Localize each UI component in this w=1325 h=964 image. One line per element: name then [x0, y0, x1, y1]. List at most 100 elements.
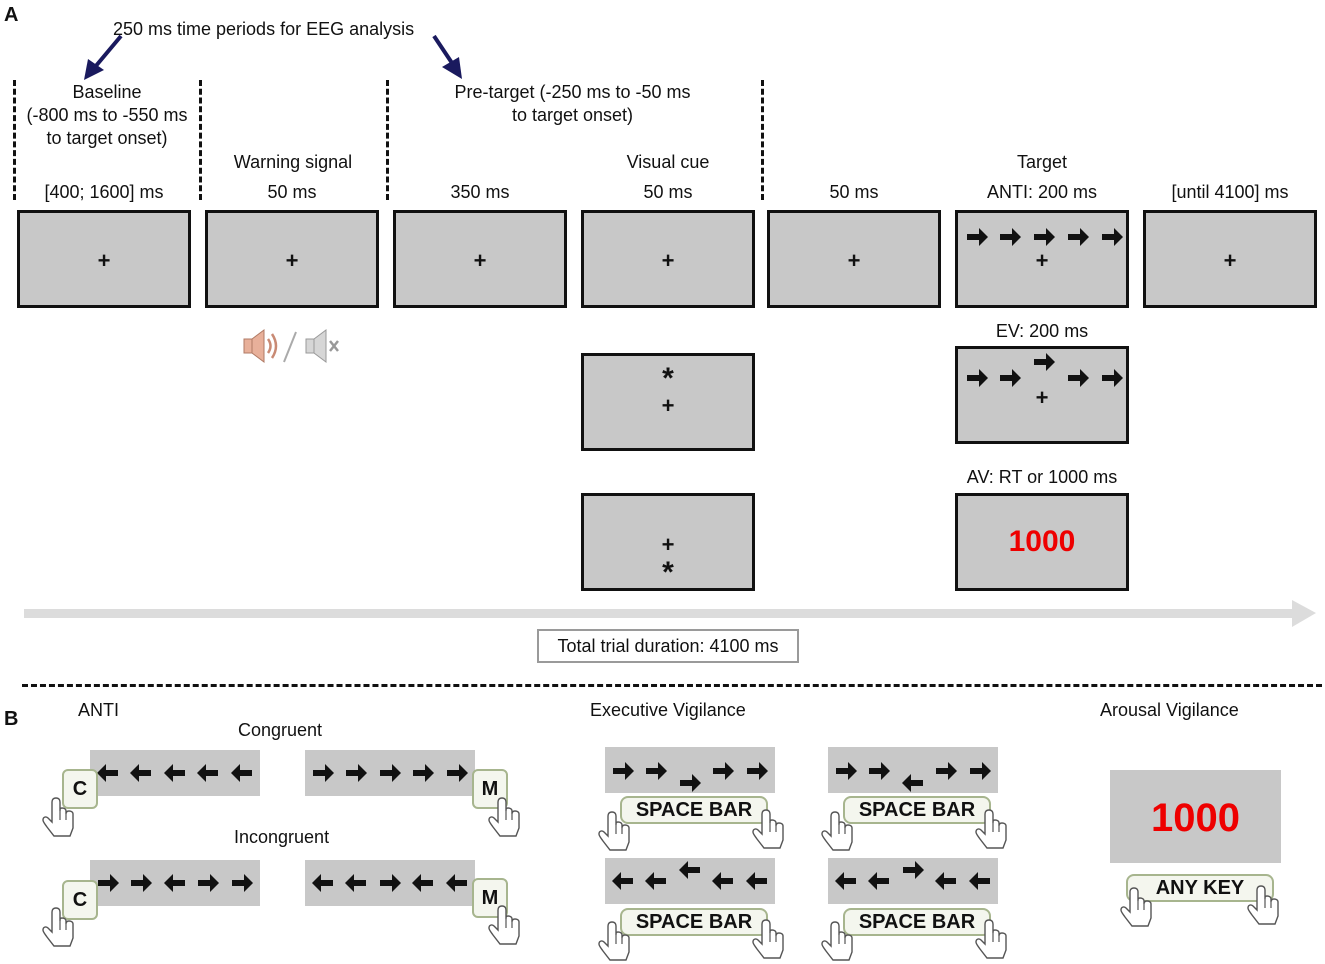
left-arrow-icon: [868, 872, 889, 890]
left-arrow-icon: [164, 764, 185, 782]
fixation-cross: +: [97, 248, 111, 273]
right-arrow-icon: [836, 762, 857, 780]
pointing-hand-icon: [488, 905, 520, 945]
fixation-cross: +: [661, 532, 675, 557]
countdown-number: 1000: [1151, 796, 1240, 840]
right-arrow-icon: [1034, 353, 1055, 371]
pretarget-onset: to target onset): [511, 105, 634, 125]
left-arrow-icon: [164, 874, 185, 892]
left-arrow-icon: [446, 874, 467, 892]
total-duration-box: Total trial duration: 4100 ms: [537, 629, 799, 663]
duration-label: 350 ms: [450, 182, 510, 202]
ev-strip: [605, 747, 775, 793]
ev-target-screen: +: [955, 346, 1129, 444]
left-arrow-icon: [969, 872, 990, 890]
arrow-row: [613, 762, 768, 792]
pointing-hand-icon: [598, 811, 630, 851]
left-arrow-icon: [345, 874, 366, 892]
arrow-row: [612, 861, 767, 890]
warning-signal-icons: [243, 329, 339, 363]
duration-label: ANTI: 200 ms: [986, 182, 1098, 202]
right-arrow-icon: [232, 874, 253, 892]
left-arrow-icon: [902, 774, 923, 792]
incongruent-label: Incongruent: [234, 827, 330, 847]
speaker-on-icon: [243, 329, 278, 363]
cue-up-screen: * +: [581, 353, 755, 451]
duration-label: 50 ms: [829, 182, 879, 202]
space-bar-key: SPACE BAR: [843, 796, 991, 824]
left-arrow-icon: [197, 764, 218, 782]
left-arrow-icon: [231, 764, 252, 782]
space-bar-key: SPACE BAR: [843, 908, 991, 936]
pointing-hand-icon: [42, 797, 74, 837]
pointing-hand-icon: [488, 797, 520, 837]
fixation-cross: +: [661, 248, 675, 273]
ev-strip: [828, 858, 998, 904]
right-arrow-icon: [198, 874, 219, 892]
interval-screen: +: [767, 210, 941, 308]
any-key: ANY KEY: [1126, 874, 1274, 902]
right-arrow-icon: [967, 228, 988, 246]
baseline-title: Baseline: [72, 82, 142, 102]
congruent-right-strip: [305, 750, 475, 796]
av-title: Arousal Vigilance: [1100, 700, 1239, 720]
right-arrow-icon: [613, 762, 634, 780]
left-arrow-icon: [935, 872, 956, 890]
left-arrow-icon: [746, 872, 767, 890]
right-arrow-icon: [970, 762, 991, 780]
c-key: C: [62, 880, 98, 920]
baseline-range: (-800 ms to -550 ms: [26, 105, 188, 125]
left-arrow-icon: [645, 872, 666, 890]
pointing-hand-icon: [752, 919, 784, 959]
anti-target-screen: +: [955, 210, 1129, 308]
arrow-row: [835, 861, 990, 890]
duration-label: 50 ms: [267, 182, 317, 202]
interval-screen: +: [393, 210, 567, 308]
fixation-cross: +: [1035, 385, 1049, 410]
right-arrow-icon: [1102, 369, 1123, 387]
panel-b-letter: B: [4, 708, 19, 730]
left-arrow-icon: [612, 872, 633, 890]
eeg-note: 250 ms time periods for EEG analysis: [113, 19, 415, 39]
arrow-row: [97, 764, 252, 782]
right-arrow-icon: [380, 764, 401, 782]
fixation-cross: +: [661, 393, 675, 418]
panel-a-letter: A: [4, 4, 19, 26]
dashed-line: [13, 80, 16, 200]
space-bar-key: SPACE BAR: [620, 908, 768, 936]
left-arrow-icon: [130, 764, 151, 782]
incongruent-right-strip: [305, 860, 475, 906]
arrow-row: [98, 874, 253, 892]
right-arrow-icon: [1000, 228, 1021, 246]
fixation-screen: +: [17, 210, 191, 308]
speaker-muted-icon: [305, 329, 339, 363]
pointing-hand-icon: [821, 811, 853, 851]
pointing-hand-icon: [1247, 885, 1279, 925]
av-countdown-panel: 1000: [1110, 770, 1281, 863]
duration-label: [400; 1600] ms: [44, 182, 164, 202]
congruent-left-strip: [90, 750, 260, 796]
baseline-pointer-arrow: [84, 34, 123, 80]
ev-strip: [828, 747, 998, 793]
pointing-hand-icon: [975, 809, 1007, 849]
right-arrow-icon: [313, 764, 334, 782]
right-arrow-icon: [869, 762, 890, 780]
right-arrow-icon: [936, 762, 957, 780]
right-arrow-icon: [1068, 228, 1089, 246]
fixation-cross: +: [285, 248, 299, 273]
anti-title: ANTI: [78, 700, 120, 720]
warning-signal-label: Warning signal: [233, 152, 353, 172]
left-arrow-icon: [97, 764, 118, 782]
av-label: AV: RT or 1000 ms: [966, 467, 1118, 487]
space-bar-key: SPACE BAR: [620, 796, 768, 824]
countdown-number: 1000: [1008, 525, 1076, 558]
incongruent-left-strip: [90, 860, 260, 906]
pointing-hand-icon: [821, 921, 853, 961]
pointing-hand-icon: [752, 809, 784, 849]
warning-screen: +: [205, 210, 379, 308]
dashed-line: [761, 80, 764, 200]
right-arrow-icon: [747, 762, 768, 780]
fixation-cross: +: [847, 248, 861, 273]
congruent-label: Congruent: [238, 720, 323, 740]
dashed-line: [386, 80, 389, 200]
